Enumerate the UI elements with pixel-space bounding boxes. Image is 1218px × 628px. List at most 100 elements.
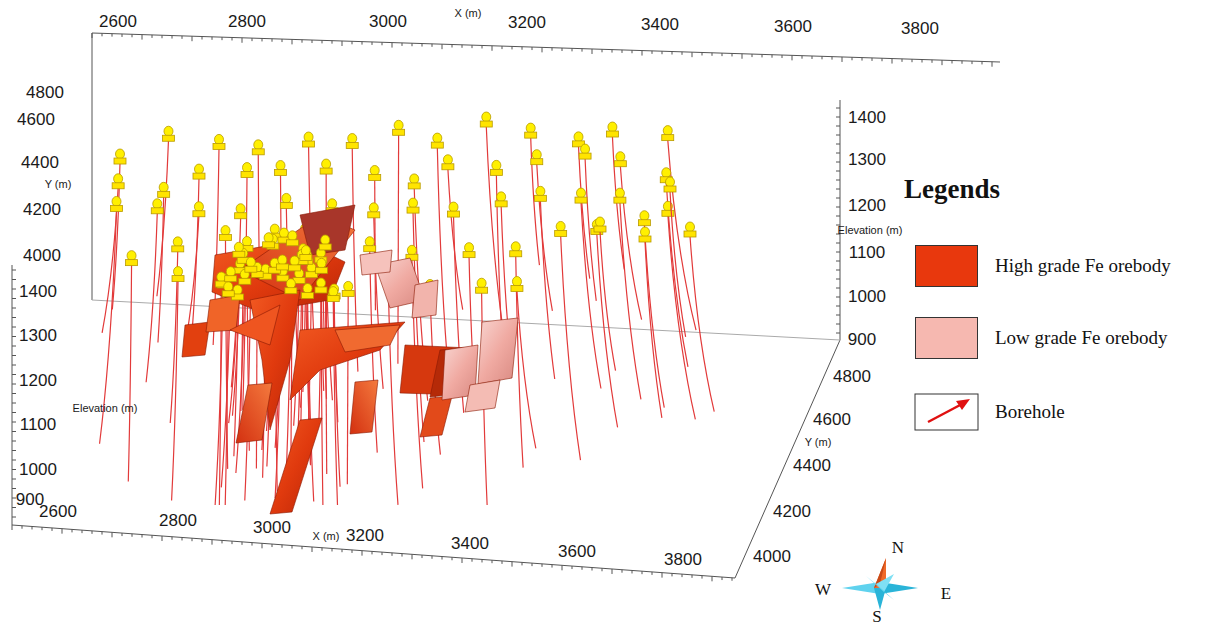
- tick-mark: [512, 46, 513, 49]
- tick-mark: [542, 47, 543, 52]
- axis-tick: 1000: [19, 461, 57, 480]
- tick-mark: [732, 53, 733, 56]
- borehole-collar: [172, 237, 184, 252]
- tick-mark: [672, 52, 673, 55]
- axis-tick: 1200: [848, 197, 886, 216]
- borehole-collar: [510, 242, 522, 257]
- axis-tick: 3600: [774, 18, 812, 37]
- tick-mark: [52, 528, 53, 531]
- tick-mark: [312, 547, 313, 552]
- borehole-collar: [614, 152, 626, 167]
- tick-mark: [382, 42, 383, 45]
- tick-mark: [372, 42, 373, 45]
- tick-mark: [836, 144, 840, 145]
- tick-mark: [42, 527, 43, 530]
- borehole-collar: [393, 120, 405, 135]
- tick-mark: [12, 346, 16, 347]
- borehole-collar: [490, 160, 502, 175]
- axis-title: X (m): [313, 530, 340, 542]
- orebody-group: [182, 205, 518, 514]
- tick-mark: [836, 324, 840, 325]
- tick-mark: [682, 574, 683, 577]
- borehole-collar: [346, 134, 358, 149]
- tick-mark: [732, 578, 733, 581]
- tick-mark: [282, 39, 283, 42]
- tick-mark: [652, 51, 653, 54]
- borehole-collar: [579, 144, 591, 159]
- tick-mark: [272, 39, 273, 42]
- borehole-collar: [302, 283, 314, 298]
- borehole-trace: [146, 213, 157, 382]
- tick-mark: [12, 525, 13, 530]
- tick-mark: [462, 45, 463, 48]
- tick-mark: [422, 555, 423, 558]
- axis-tick: 4000: [753, 548, 791, 567]
- axis-tick: 3200: [508, 14, 546, 33]
- tick-mark: [836, 252, 840, 253]
- tick-mark: [352, 41, 353, 44]
- borehole-collar: [172, 267, 184, 282]
- tick-mark: [192, 36, 193, 41]
- borehole-collar: [162, 126, 174, 141]
- tick-mark: [62, 529, 63, 534]
- tick-mark: [462, 558, 463, 563]
- tick-mark: [572, 48, 573, 51]
- borehole-collar: [245, 257, 257, 272]
- tick-mark: [12, 374, 16, 375]
- tick-mark: [722, 53, 723, 56]
- tick-mark: [12, 422, 16, 423]
- tick-mark: [722, 577, 723, 580]
- tick-mark: [232, 541, 233, 544]
- tick-mark: [12, 308, 16, 309]
- tick-mark: [182, 537, 183, 540]
- borehole-trace: [668, 140, 696, 331]
- axis-tick: 4400: [21, 154, 59, 173]
- tick-mark: [12, 469, 16, 470]
- tick-mark: [952, 60, 953, 63]
- borehole-collar: [368, 203, 380, 218]
- tick-mark: [836, 198, 840, 199]
- tick-mark: [836, 333, 840, 334]
- borehole-trace: [690, 236, 714, 412]
- borehole-collar: [263, 233, 275, 248]
- tick-mark: [772, 55, 773, 58]
- tick-mark: [592, 49, 593, 54]
- tick-mark: [836, 162, 840, 163]
- borehole-collar: [151, 199, 163, 214]
- borehole-collar: [213, 134, 225, 149]
- borehole-trace: [620, 202, 641, 399]
- tick-mark: [242, 542, 243, 545]
- tick-mark: [202, 539, 203, 542]
- tick-mark: [362, 551, 363, 556]
- axis-tick: 2800: [159, 512, 197, 531]
- borehole-collar: [114, 149, 126, 164]
- tick-mark: [662, 51, 663, 54]
- axis-frame: [12, 33, 1000, 578]
- tick-mark: [432, 556, 433, 559]
- borehole-trace: [597, 234, 618, 428]
- axis-tick: 1000: [848, 288, 886, 307]
- tick-mark: [212, 37, 213, 40]
- borehole-group: [215, 228, 354, 302]
- tick-mark: [12, 517, 16, 518]
- legend-swatch: [915, 317, 978, 359]
- tick-mark: [182, 36, 183, 39]
- tick-mark: [582, 49, 583, 52]
- tick-mark: [332, 548, 333, 551]
- borehole-trace: [644, 225, 664, 408]
- tick-mark: [836, 171, 840, 172]
- axis-tick: 2800: [228, 13, 266, 32]
- tick-mark: [682, 52, 683, 55]
- tick-mark: [702, 576, 703, 579]
- tick-mark: [482, 45, 483, 48]
- borehole-collar: [300, 246, 312, 261]
- legend-swatch: [915, 245, 978, 287]
- borehole-collar: [285, 279, 297, 294]
- axis-tick: 2600: [39, 503, 77, 522]
- tick-mark: [612, 50, 613, 53]
- tick-mark: [12, 507, 16, 508]
- tick-mark: [972, 61, 973, 64]
- borehole-collar: [315, 258, 327, 273]
- tick-mark: [302, 546, 303, 549]
- borehole-trace: [540, 200, 554, 379]
